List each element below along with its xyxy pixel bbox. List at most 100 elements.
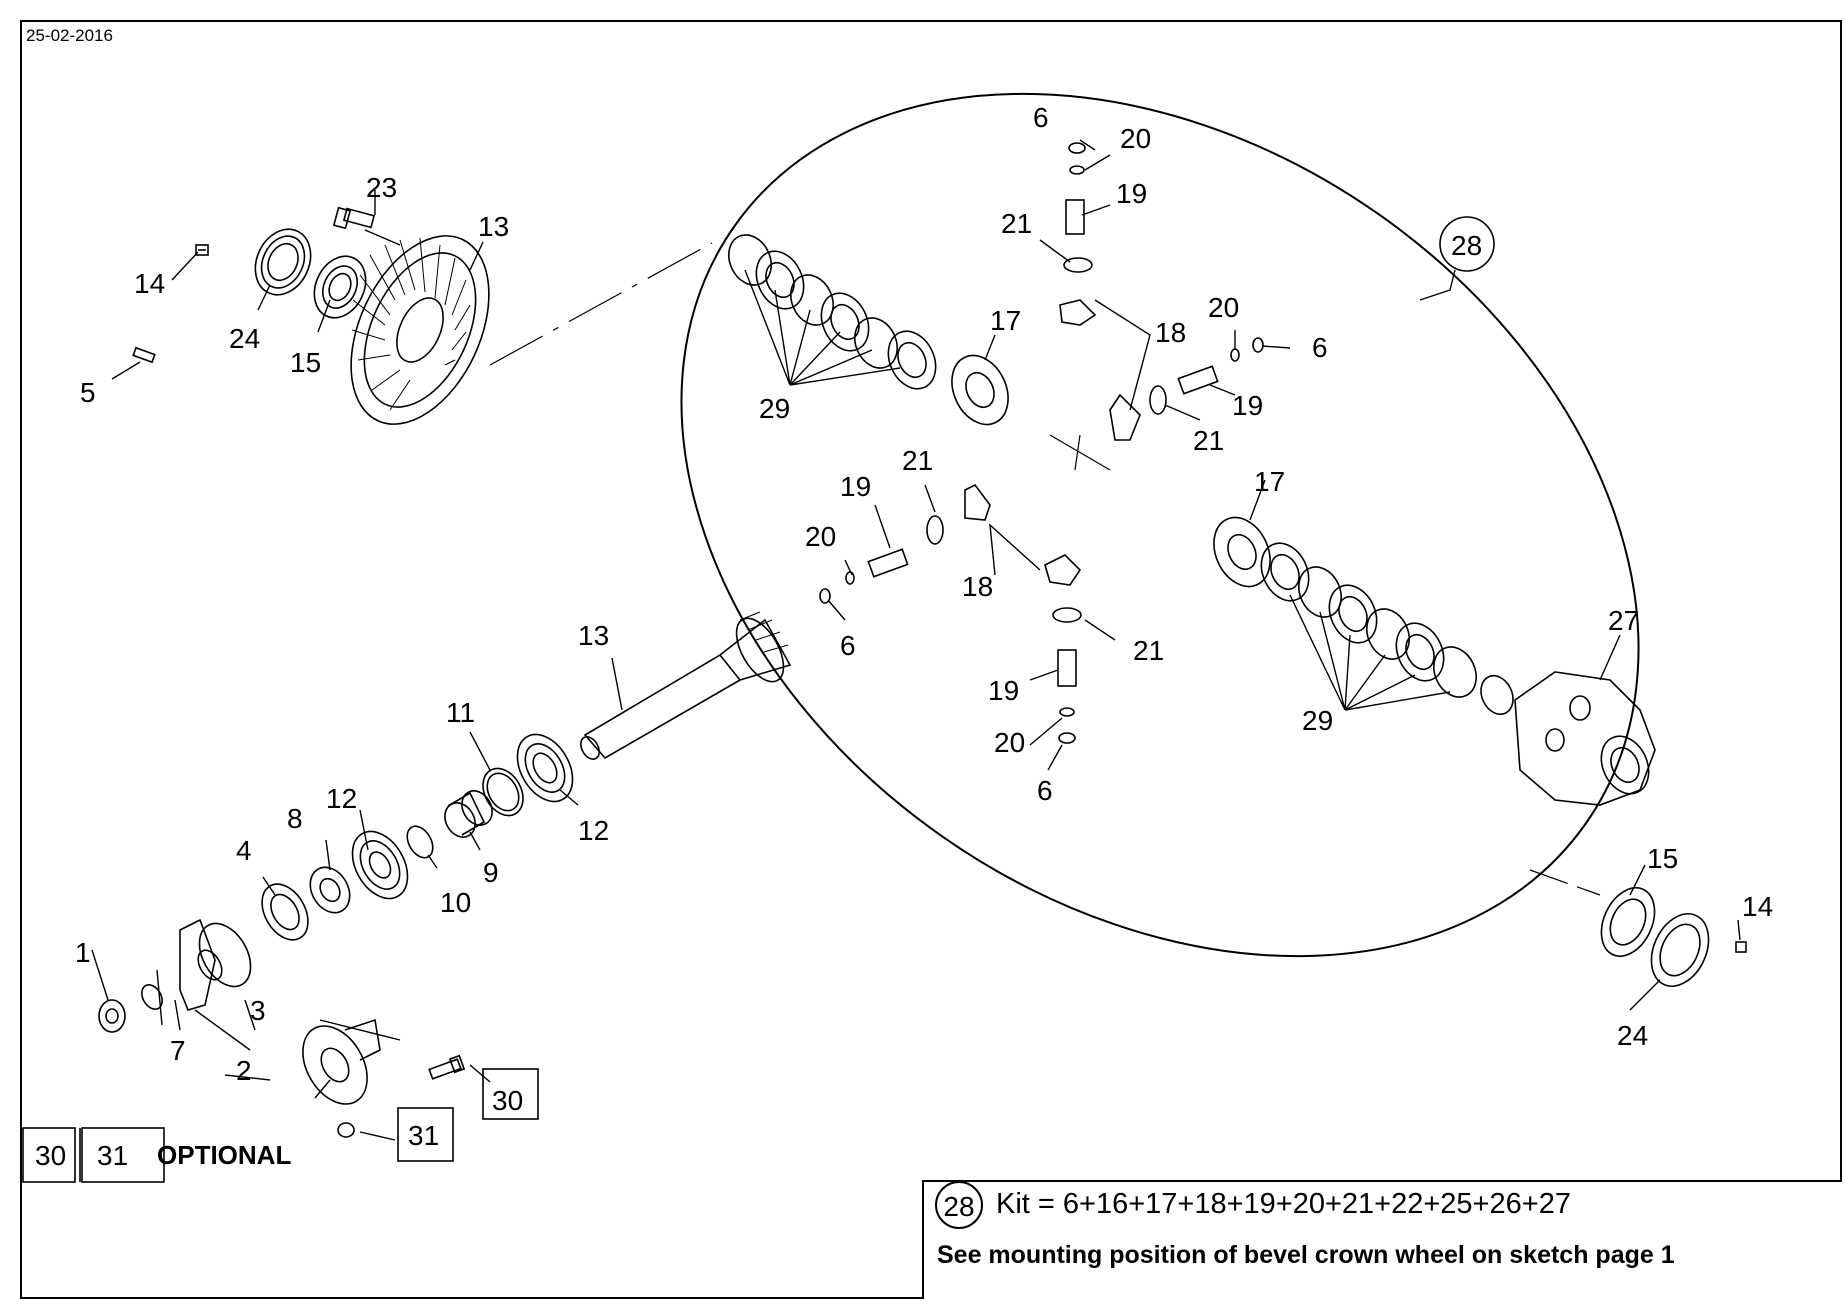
circlip-6-left — [819, 588, 831, 604]
washer-21-left — [926, 515, 944, 545]
callout-20d: 20 — [994, 727, 1025, 758]
callout-7: 7 — [170, 1035, 186, 1066]
friction-discs-29-bottom — [1260, 542, 1514, 716]
pinion-gear-18-right — [1109, 393, 1141, 441]
callout-19d: 19 — [988, 675, 1019, 706]
callout-24a: 24 — [229, 323, 260, 354]
pin-19-top — [1065, 199, 1085, 235]
side-gear-17-bottom — [1213, 516, 1271, 588]
bearing-12-right — [516, 733, 574, 803]
callout-21b: 21 — [1193, 425, 1224, 456]
pin-19-left — [867, 548, 909, 578]
callout-15a: 15 — [290, 347, 321, 378]
callout-12a: 12 — [326, 783, 357, 814]
seal-4 — [261, 883, 309, 941]
callout-23: 23 — [366, 172, 397, 203]
callout-20b: 20 — [1208, 292, 1239, 323]
callout-30: 30 — [492, 1085, 523, 1116]
callout-21c: 21 — [902, 445, 933, 476]
nut-1 — [98, 999, 126, 1033]
callout-6a: 6 — [1033, 102, 1049, 133]
callout-box-31 — [397, 1107, 454, 1162]
kit-28-boundary — [680, 92, 1640, 958]
callout-4: 4 — [236, 835, 252, 866]
pin-19-bottom — [1057, 649, 1077, 687]
optional-box-30: 30 — [35, 1140, 66, 1171]
drawing-date: 25-02-2016 — [26, 26, 113, 45]
nut-8 — [309, 866, 351, 914]
side-gear-17-top — [951, 354, 1009, 426]
callout-1: 1 — [75, 937, 91, 968]
callout-20a: 20 — [1120, 123, 1151, 154]
callout-9: 9 — [483, 857, 499, 888]
washer-21-bottom — [1052, 607, 1082, 623]
kit-note-panel — [922, 1180, 1842, 1299]
callout-18a: 18 — [1155, 317, 1186, 348]
o-ring-7 — [141, 984, 163, 1010]
screw-30 — [428, 1054, 466, 1080]
crown-wheel-13 — [350, 235, 490, 425]
spacer-9 — [444, 790, 493, 838]
kit-number-circle: 28 — [935, 1181, 983, 1229]
callout-20c: 20 — [805, 521, 836, 552]
screw-14-bottom — [1735, 941, 1747, 953]
callout-8: 8 — [287, 803, 303, 834]
circlip-6-bottom — [1058, 732, 1076, 744]
callout-17b: 17 — [1254, 466, 1285, 497]
pinion-gear-18-top — [1059, 299, 1097, 326]
screw-5 — [132, 346, 156, 364]
callout-3: 3 — [250, 995, 266, 1026]
callout-14b: 14 — [1742, 891, 1773, 922]
kit-contents: Kit = 6+16+17+18+19+20+21+22+25+26+27 — [996, 1188, 1571, 1220]
callout-10: 10 — [440, 887, 471, 918]
callout-6d: 6 — [1037, 775, 1053, 806]
callout-13a: 13 — [478, 211, 509, 242]
callout-6b: 6 — [1312, 332, 1328, 363]
callout-5: 5 — [80, 377, 96, 408]
callout-28: 28 — [1451, 230, 1482, 261]
adjusting-ring-24-top — [254, 228, 312, 296]
callout-11: 11 — [446, 697, 475, 728]
callout-2: 2 — [236, 1055, 252, 1086]
circlip-6-right — [1252, 337, 1264, 353]
callout-12b: 12 — [578, 815, 609, 846]
callout-29b: 29 — [1302, 705, 1333, 736]
callout-13b: 13 — [578, 620, 609, 651]
callout-31: 31 — [408, 1120, 439, 1151]
nut-31 — [337, 1122, 355, 1138]
ring-20-top — [1069, 165, 1085, 175]
callout-18b: 18 — [962, 571, 993, 602]
flange-2 — [302, 1018, 381, 1105]
washer-21-right — [1149, 385, 1167, 415]
callout-box-30 — [482, 1068, 539, 1120]
callout-17a: 17 — [990, 305, 1021, 336]
optional-legend-boxes: 30 31 OPTIONAL — [22, 1127, 291, 1183]
callout-24b: 24 — [1617, 1020, 1648, 1051]
screw-14-top — [195, 244, 209, 256]
ring-20-bottom — [1059, 707, 1075, 717]
callout-29a: 29 — [759, 393, 790, 424]
pin-19-right — [1177, 365, 1219, 395]
callout-15b: 15 — [1647, 843, 1678, 874]
bearing-15-bottom — [1600, 887, 1656, 957]
optional-label: OPTIONAL — [157, 1140, 291, 1170]
callout-circle-28 — [1439, 216, 1495, 272]
washer-21-top — [1063, 257, 1093, 273]
pinion-gear-18-left — [964, 483, 991, 521]
optional-legend: 30 31 OPTIONAL — [22, 1127, 292, 1183]
ring-20-right — [1230, 348, 1240, 362]
callout-6c: 6 — [840, 630, 856, 661]
callout-19c: 19 — [840, 471, 871, 502]
pinion-gear-18-bottom — [1044, 554, 1082, 586]
kit-mounting-note: See mounting position of bevel crown whe… — [937, 1241, 1675, 1269]
pinion-shaft-13 — [580, 611, 792, 760]
callout-19b: 19 — [1232, 390, 1263, 421]
callout-27: 27 — [1608, 605, 1639, 636]
callout-21d: 21 — [1133, 635, 1164, 666]
screw-23 — [332, 206, 376, 230]
optional-box-31: 31 — [97, 1140, 128, 1171]
ring-10 — [406, 825, 434, 859]
differential-housing-27 — [1514, 671, 1656, 806]
callout-21a: 21 — [1001, 208, 1032, 239]
